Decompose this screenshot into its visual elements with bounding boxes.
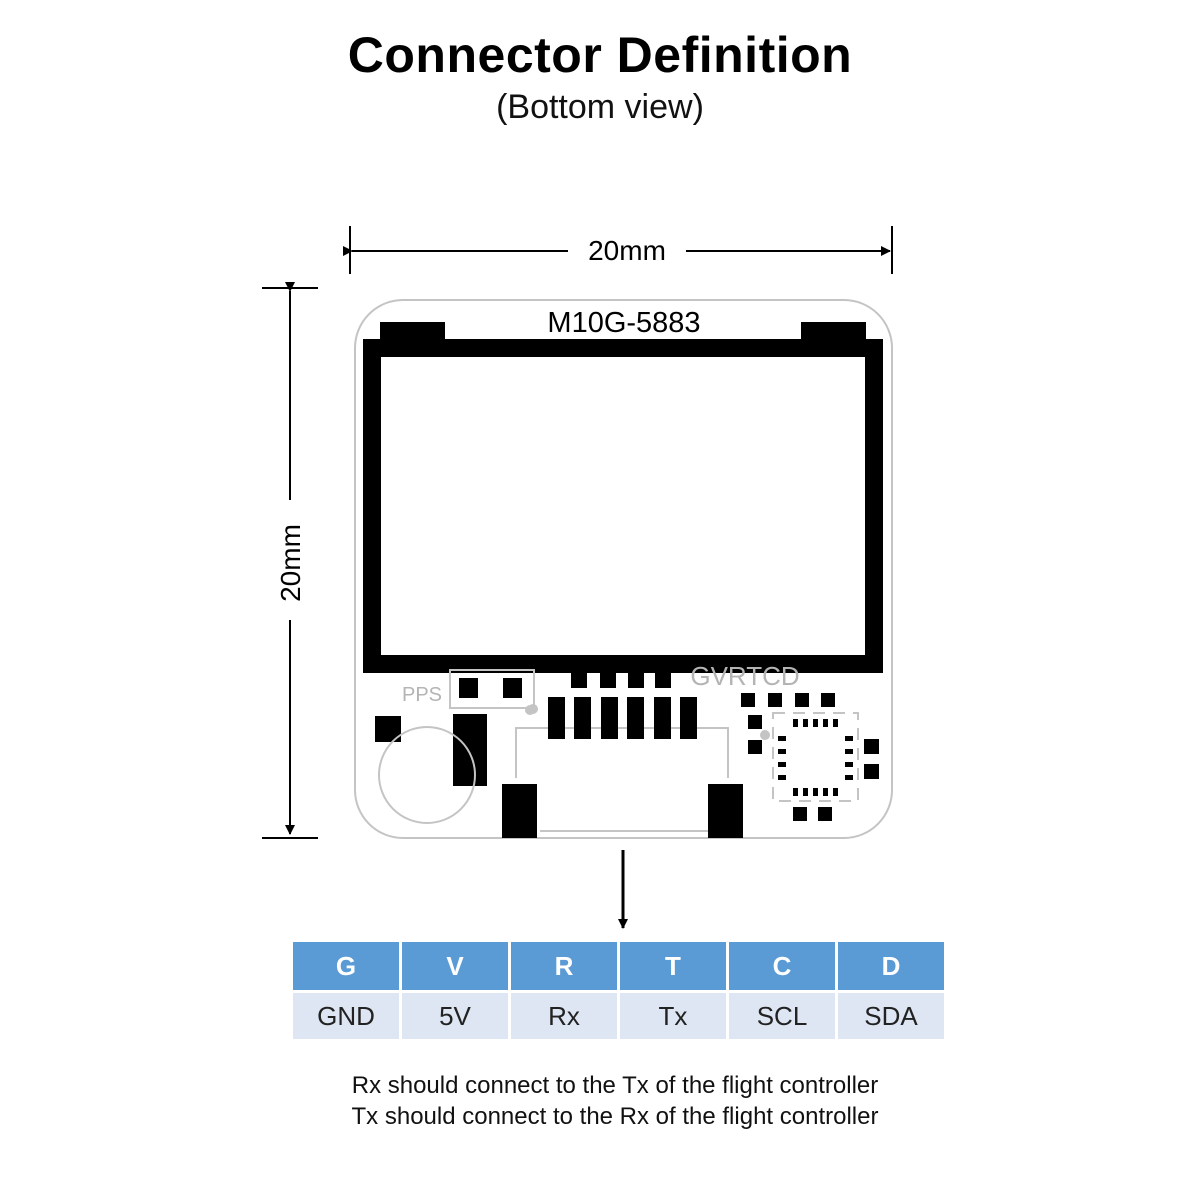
pin-code-cell: C <box>729 942 835 990</box>
wiring-note: Rx should connect to the Tx of the fligh… <box>351 1072 879 1099</box>
compass-chip <box>741 693 879 821</box>
pin-function-cell: Rx <box>511 993 617 1039</box>
pin-function-cell: 5V <box>402 993 508 1039</box>
pin-function-cell: GND <box>293 993 399 1039</box>
model-label: M10G-5883 <box>547 307 700 339</box>
pin-function-cell: Tx <box>620 993 726 1039</box>
board-outline <box>354 299 893 839</box>
pin-function-cell: SCL <box>729 993 835 1039</box>
antenna-patch <box>363 322 883 673</box>
pin-connector <box>502 673 743 838</box>
pinout-table: G V R T C D GND 5V Rx Tx SCL SDA <box>290 939 947 1042</box>
height-label: 20mm <box>275 524 306 602</box>
smd-component <box>453 714 487 786</box>
connector-pin-label: GVRTCD <box>690 661 799 691</box>
page-subtitle: (Bottom view) <box>496 88 704 126</box>
width-dimension: 20mm <box>343 226 893 274</box>
wiring-note: Tx should connect to the Rx of the fligh… <box>351 1103 879 1130</box>
pin-code-cell: R <box>511 942 617 990</box>
width-label: 20mm <box>588 235 666 266</box>
pinout-function-row: GND 5V Rx Tx SCL SDA <box>293 993 944 1039</box>
wiring-notes: Rx should connect to the Tx of the fligh… <box>0 1070 1200 1132</box>
page-title: Connector Definition <box>347 27 853 83</box>
pin-code-cell: G <box>293 942 399 990</box>
pinout-code-row: G V R T C D <box>293 942 944 990</box>
pin-function-cell: SDA <box>838 993 944 1039</box>
pps-led <box>449 669 535 715</box>
pin-code-cell: T <box>620 942 726 990</box>
pps-label: PPS <box>402 684 442 706</box>
height-dimension: 20mm <box>262 282 318 839</box>
backup-battery-outline <box>378 726 476 824</box>
pin-code-cell: D <box>838 942 944 990</box>
pin-code-cell: V <box>402 942 508 990</box>
